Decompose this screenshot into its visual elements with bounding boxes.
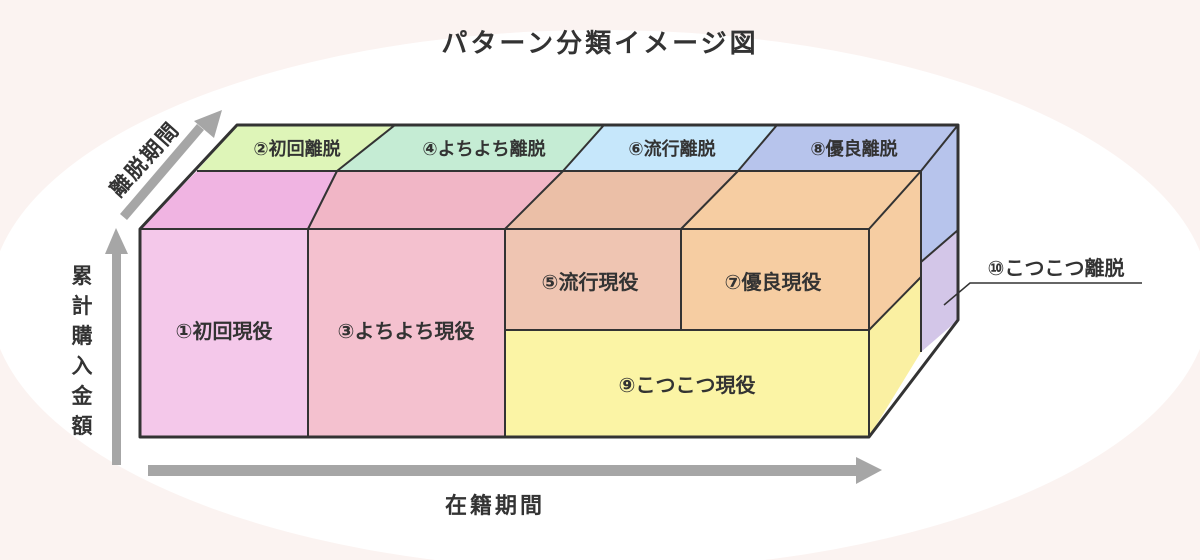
segment-5-label: ⑤流行現役	[542, 270, 639, 294]
segment-9-face	[505, 330, 869, 437]
segment-2-label: ②初回離脱	[253, 138, 340, 160]
segment-3-label: ③よちよち現役	[338, 319, 475, 343]
z-axis-arrow	[120, 110, 222, 220]
segment-7-top	[681, 171, 921, 229]
y-axis-label-char: 累	[72, 264, 93, 288]
y-axis-label: 累 計 購 入 金 額	[71, 264, 94, 438]
block-outlines	[138, 123, 960, 439]
segment-8-label: ⑧優良離脱	[810, 138, 897, 160]
x-axis-arrow	[148, 457, 882, 484]
segment-10-label: ⑩こつこつ離脱	[988, 256, 1125, 280]
y-axis-label-char: 計	[72, 294, 93, 318]
y-axis-label-char: 購	[71, 324, 93, 348]
segment-8-side	[921, 125, 958, 262]
segment-5-face	[505, 229, 681, 330]
y-axis-label-char: 入	[72, 354, 93, 378]
segment-2-face	[197, 125, 395, 171]
segment-9-label: ⑨こつこつ現役	[619, 373, 756, 397]
segment-3-top	[308, 171, 563, 229]
segment-1-label: ①初回現役	[176, 319, 273, 343]
segment-1-face	[140, 229, 308, 437]
y-axis-arrow	[105, 228, 128, 465]
segment-7-label: ⑦優良現役	[725, 270, 822, 294]
x-axis-label: 在籍期間	[445, 493, 545, 519]
segment-4-label: ④よちよち離脱	[422, 138, 545, 160]
segment-6-label: ⑥流行離脱	[628, 138, 715, 160]
segment-4-face	[337, 125, 604, 171]
diagram-title: パターン分類イメージ図	[441, 29, 758, 59]
segment-5-top	[505, 171, 738, 229]
segment-10-callout-line	[943, 282, 1142, 306]
segment-7-face	[681, 229, 869, 330]
segment-8-face	[738, 125, 958, 171]
y-axis-label-char: 額	[71, 414, 93, 438]
segment-1-top	[140, 171, 337, 229]
segment-6-face	[563, 125, 777, 171]
segment-10-side	[921, 230, 958, 352]
segment-3-face	[308, 229, 505, 437]
y-axis-label-char: 金	[71, 384, 94, 408]
